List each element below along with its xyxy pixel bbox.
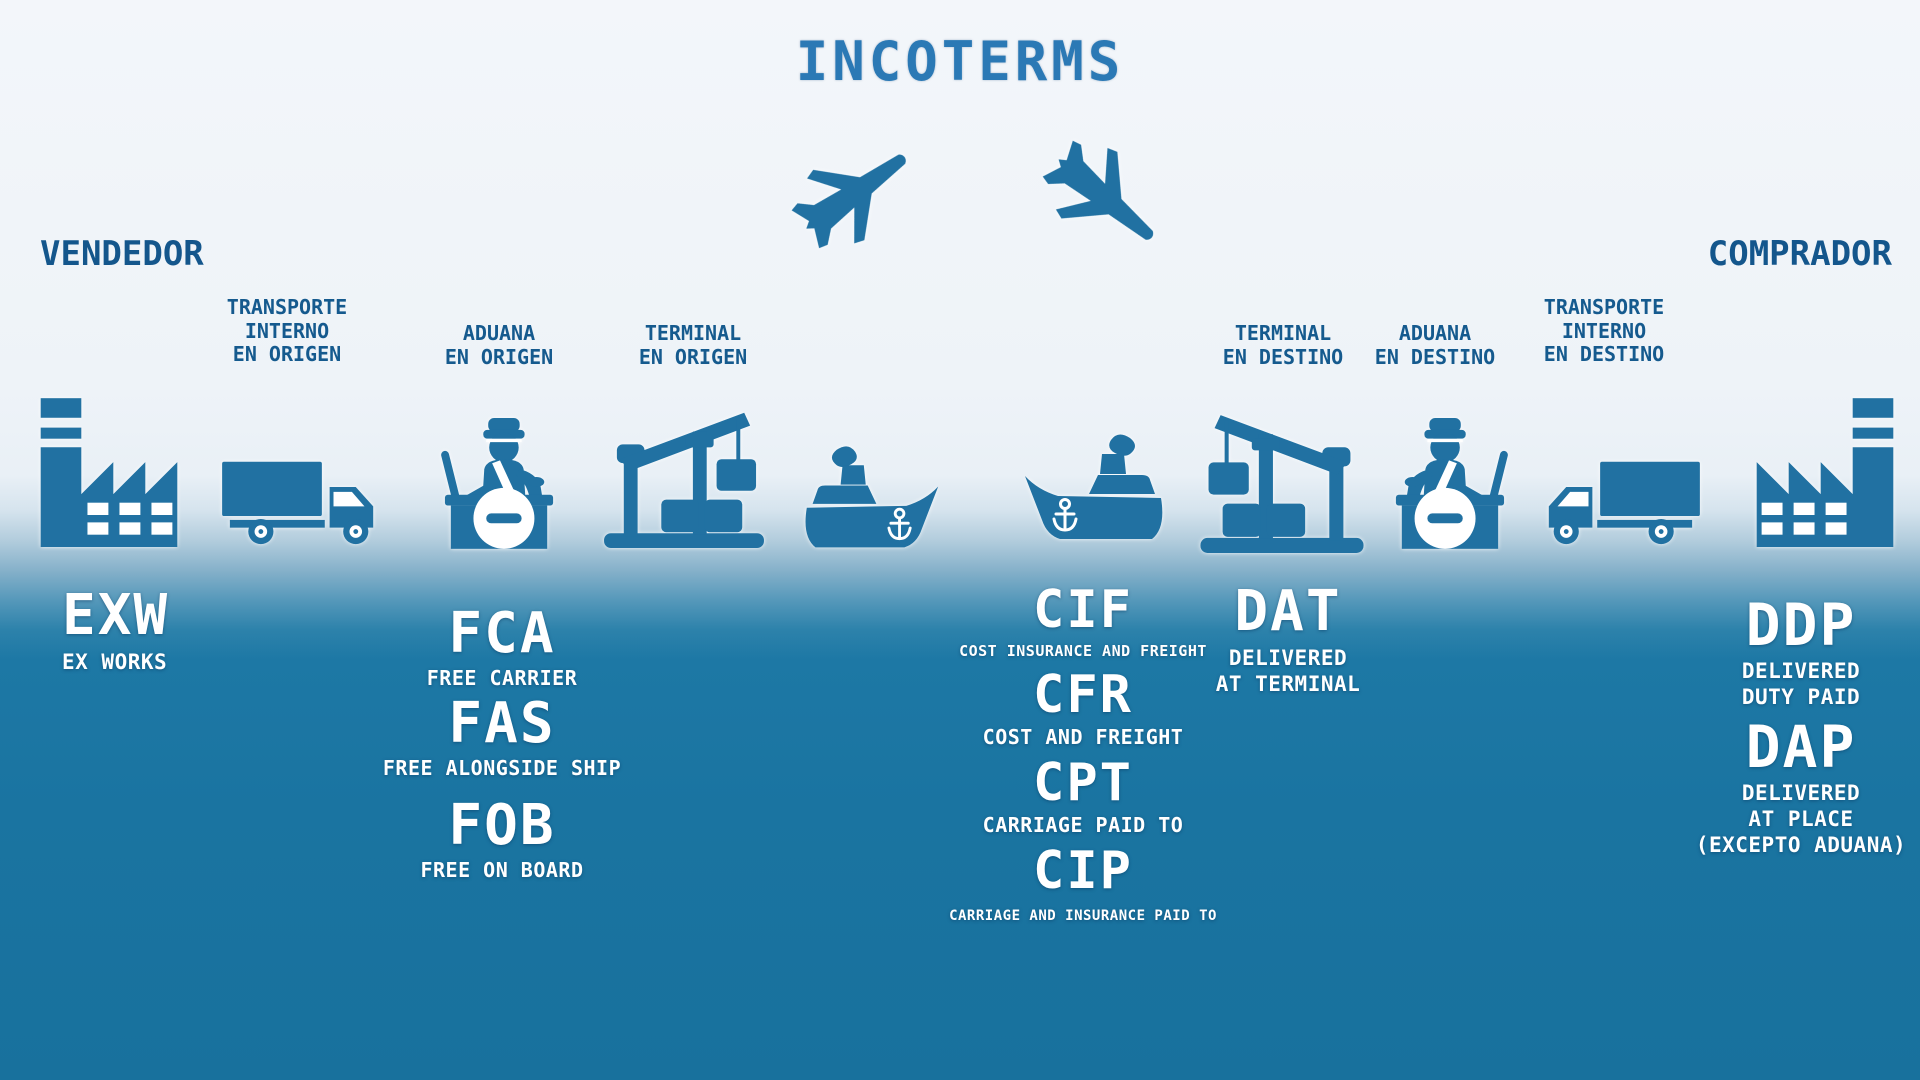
term-code-dap: DAP xyxy=(1745,713,1857,781)
term-exw: EXW EX WORKS xyxy=(62,588,169,675)
port-crane-icon xyxy=(1196,400,1368,556)
stage-terminal-origen: TERMINAL EN ORIGEN xyxy=(638,321,748,369)
term-name-fas: FREE ALONGSIDE SHIP xyxy=(382,756,622,780)
term-code-ddp: DDP xyxy=(1745,591,1857,659)
port-crane-icon xyxy=(600,398,768,551)
term-name-dat: DELIVERED AT TERMINAL xyxy=(1215,646,1361,696)
term-group-c: CIF COST INSURANCE AND FREIGHT CFR COST … xyxy=(923,584,1243,926)
term-code-cfr: CFR xyxy=(1033,665,1133,725)
seller-label: VENDEDOR xyxy=(40,234,204,274)
truck-icon xyxy=(220,456,385,548)
term-name-cif: COST INSURANCE AND FREIGHT xyxy=(959,642,1207,660)
customs-officer-icon xyxy=(1390,408,1508,551)
stage-transporte-destino: TRANSPORTE INTERNO EN DESTINO xyxy=(1543,295,1665,366)
term-name-cpt: CARRIAGE PAID TO xyxy=(982,813,1184,837)
cargo-ship-icon xyxy=(800,444,945,558)
term-name-fob: FREE ON BOARD xyxy=(420,858,584,882)
term-dat: DAT DELIVERED AT TERMINAL xyxy=(1168,584,1408,697)
term-code-dat: DAT xyxy=(1234,579,1342,644)
term-code-cip: CIP xyxy=(1033,841,1133,901)
stage-terminal-destino: TERMINAL EN DESTINO xyxy=(1222,321,1344,369)
term-group-f: FCA FREE CARRIER FAS FREE ALONGSIDE SHIP… xyxy=(342,601,662,883)
cargo-ship-icon xyxy=(1018,432,1168,550)
term-code-fob: FOB xyxy=(448,793,556,858)
customs-officer-icon xyxy=(441,408,559,551)
stage-aduana-destino: ADUANA EN DESTINO xyxy=(1374,321,1496,369)
airplane-takeoff-icon xyxy=(778,124,923,269)
term-code-fca: FCA xyxy=(448,601,556,666)
term-code-fas: FAS xyxy=(448,691,556,756)
airplane-landing-icon xyxy=(1028,122,1173,267)
term-group-d: DDP DELIVERED DUTY PAID DAP DELIVERED AT… xyxy=(1651,596,1920,858)
term-name-ddp: DELIVERED DUTY PAID xyxy=(1741,659,1861,709)
factory-icon xyxy=(1737,398,1897,552)
stage-transporte-origen: TRANSPORTE INTERNO EN ORIGEN xyxy=(226,295,348,366)
stage-aduana-origen: ADUANA EN ORIGEN xyxy=(444,321,554,369)
truck-icon xyxy=(1537,456,1702,548)
term-code-exw: EXW xyxy=(62,583,170,648)
page-title: INCOTERMS xyxy=(795,30,1125,93)
term-name-fca: FREE CARRIER xyxy=(426,666,578,690)
term-code-cpt: CPT xyxy=(1033,753,1133,813)
buyer-label: COMPRADOR xyxy=(1707,234,1892,274)
term-name-cfr: COST AND FREIGHT xyxy=(982,725,1184,749)
term-name-exw: EX WORKS xyxy=(62,650,168,674)
factory-icon xyxy=(37,398,197,552)
term-name-dap: DELIVERED AT PLACE (EXCEPTO ADUANA) xyxy=(1695,781,1907,857)
term-code-cif: CIF xyxy=(1033,580,1133,640)
term-name-cip: CARRIAGE AND INSURANCE PAID TO xyxy=(949,908,1217,924)
